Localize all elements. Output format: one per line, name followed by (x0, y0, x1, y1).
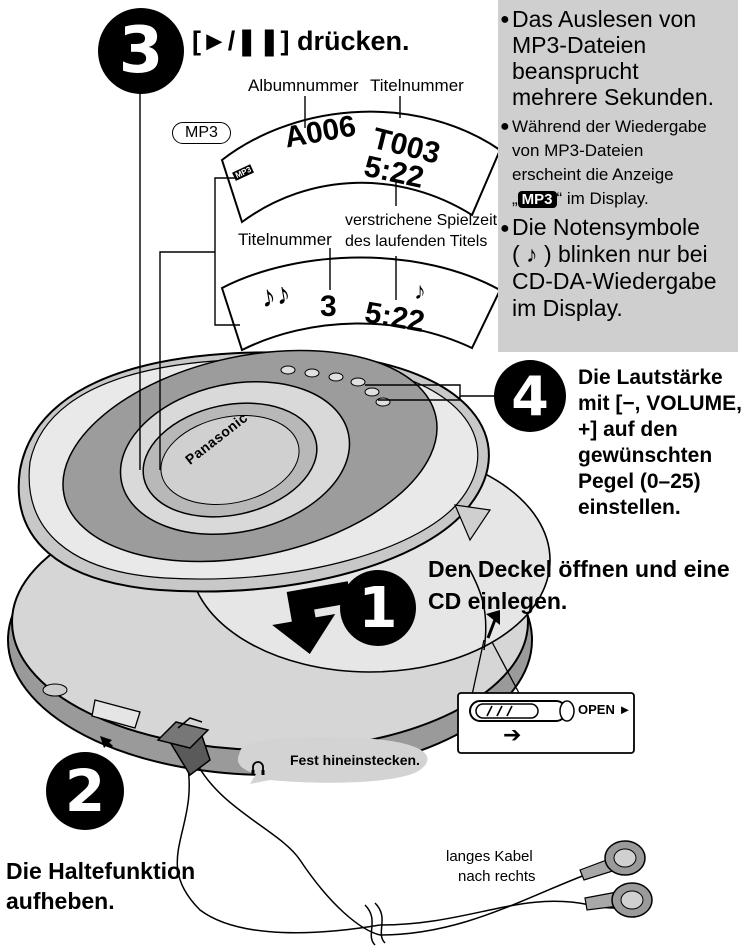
note2-prefix: „ (512, 189, 518, 208)
note1-line4: mehrere Sekunden. (512, 84, 714, 110)
note3-line1: Die Notensymbole (512, 214, 700, 240)
step4-number: 4 (494, 360, 566, 432)
step2-line2: aufheben. (6, 888, 115, 915)
step4-line4: gewünschten (578, 444, 712, 468)
step3-instruction: [►/❚❚] drücken. (192, 26, 410, 57)
step3-number: 3 (98, 8, 184, 94)
step1-line2: CD einlegen. (428, 588, 567, 615)
note3-line2: ( ♪ ) blinken nur bei (512, 241, 708, 267)
display-mp3-panel (222, 112, 500, 222)
step4-line1: Die Lautstärke (578, 366, 723, 390)
cd-note-single-icon: ♪ (414, 278, 426, 306)
label-title-number-cd: Titelnummer (238, 230, 332, 250)
note2-line1: Während der Wiedergabe (512, 116, 707, 138)
step4-line6: einstellen. (578, 496, 681, 520)
note2-line4: „MP3“ im Display. (512, 188, 649, 211)
note3-line4: im Display. (512, 295, 623, 321)
cable-label-line2: nach rechts (458, 868, 536, 885)
label-album-number: Albumnummer (248, 76, 359, 96)
callout-text: Fest hineinstecken. (290, 752, 420, 768)
step1-line1: Den Deckel öffnen und eine (428, 556, 730, 583)
mp3-badge-outline: MP3 (172, 122, 231, 144)
cd-track-value: 3 (320, 290, 337, 324)
step2-line1: Die Haltefunktion (6, 858, 195, 885)
note2-mp3-badge: MP3 (518, 191, 557, 208)
label-elapsed-line1: verstrichene Spielzeit (345, 212, 497, 230)
note3-line3: CD-DA-Wiedergabe (512, 268, 717, 294)
step4-line2: mit [−, VOLUME, (578, 392, 742, 416)
note1-line2: MP3-Dateien (512, 32, 646, 58)
bullet-2: ● (500, 118, 510, 136)
note2-suffix: “ im Display. (557, 189, 649, 208)
cd-notes-icon: ♪♪ (258, 277, 293, 316)
bullet-3: ● (500, 220, 510, 238)
step4-line5: Pegel (0–25) (578, 470, 701, 494)
label-elapsed-line2: des laufenden Titels (345, 233, 487, 251)
label-title-number-mp3: Titelnummer (370, 76, 464, 96)
step1-number: 1 (340, 570, 416, 646)
switch-open-label: OPEN ► (578, 702, 631, 717)
note2-line3: erscheint die Anzeige (512, 164, 674, 186)
switch-arrow-icon: ➔ (503, 722, 521, 748)
note1-line3: beansprucht (512, 58, 639, 84)
bullet-1: ● (500, 11, 510, 29)
note2-line2: von MP3-Dateien (512, 140, 643, 162)
earbuds (580, 841, 652, 917)
cable-label-line1: langes Kabel (446, 848, 533, 865)
headphone-icon (251, 760, 265, 776)
step4-line3: +] auf den (578, 418, 678, 442)
headphone-cable (177, 760, 632, 945)
step2-number: 2 (46, 752, 124, 830)
note1-line1: Das Auslesen von (512, 6, 696, 32)
